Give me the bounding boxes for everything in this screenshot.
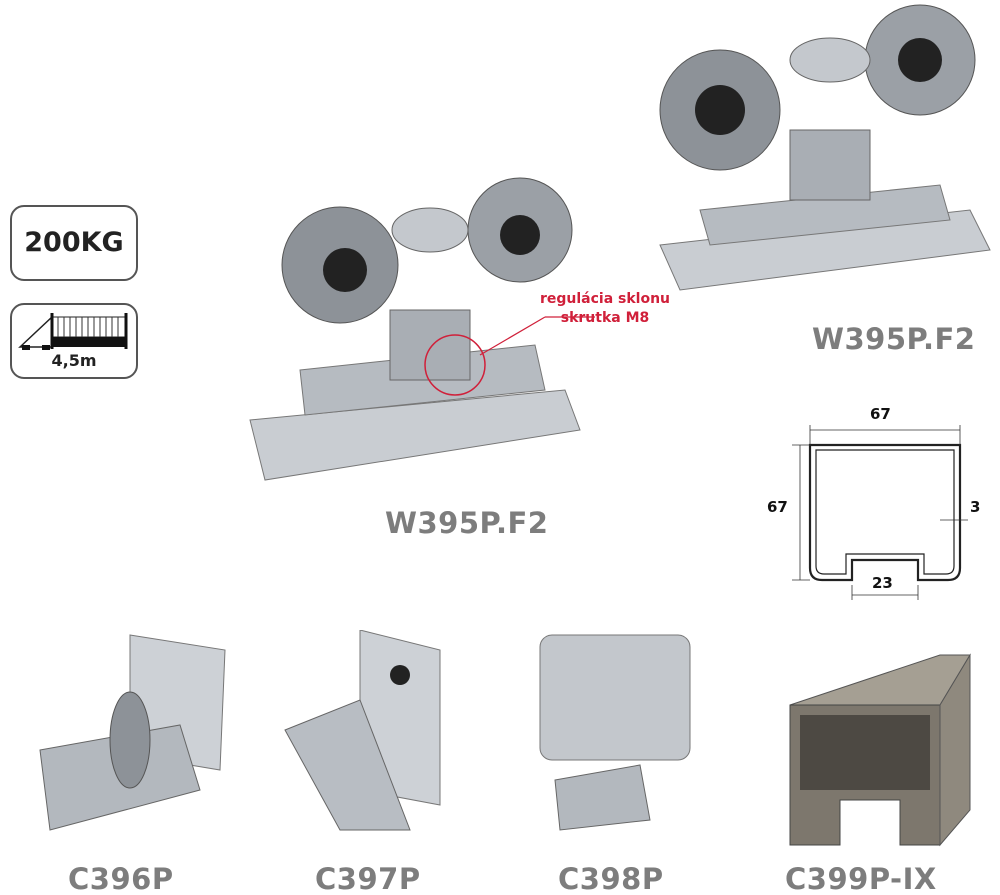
dimension-width: 67	[870, 405, 891, 423]
product-label-w395p-main: W395P.F2	[385, 506, 549, 540]
load-capacity-text: 200KG	[24, 227, 124, 258]
gate-length-badge: 4,5m	[10, 303, 138, 379]
gate-length-text: 4,5m	[51, 351, 97, 370]
annotation-line-2: skrutka M8	[560, 310, 650, 326]
accessory-label-c397p: C397P	[315, 862, 421, 895]
accessory-image-c396p	[39, 634, 226, 831]
accessory-label-c396p: C396P	[68, 862, 174, 895]
dimension-height: 67	[767, 498, 788, 516]
accessory-image-c397p	[284, 630, 441, 831]
profile-cross-section-diagram	[792, 425, 968, 600]
annotation-line-1: regulácia sklonu	[539, 291, 671, 307]
accessory-image-c398p	[539, 634, 691, 831]
product-label-w395p-large: W395P.F2	[812, 322, 976, 356]
load-capacity-badge: 200KG	[10, 205, 138, 281]
sliding-gate-icon	[18, 313, 128, 350]
dimension-wall: 3	[970, 498, 981, 516]
trolley-image-large	[659, 4, 991, 291]
annotation-text: regulácia sklonu skrutka M8	[535, 290, 675, 328]
trolley-image-main	[249, 177, 595, 481]
accessory-label-c398p: C398P	[558, 862, 664, 895]
accessory-image-c399p-ix	[789, 653, 971, 847]
accessory-label-c399p-ix: C399P-IX	[785, 862, 937, 895]
dimension-opening: 23	[872, 574, 893, 592]
